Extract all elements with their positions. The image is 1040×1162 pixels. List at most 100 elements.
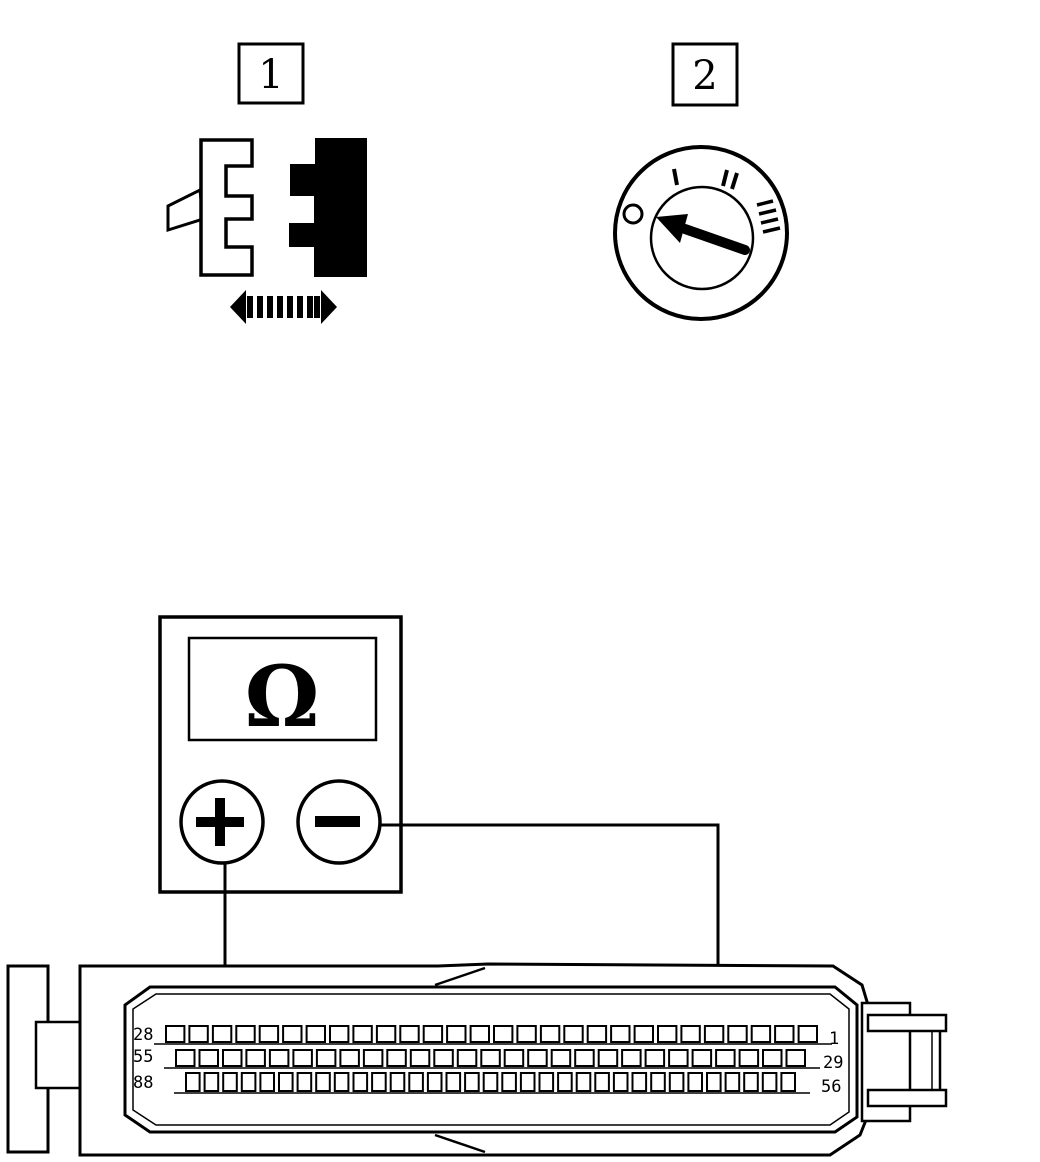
connector-pin (211, 1025, 233, 1043)
connector-pin (362, 1049, 384, 1067)
connector-pin (165, 1025, 186, 1043)
connector-pin (315, 1049, 337, 1067)
connector-pin (409, 1049, 431, 1067)
connector-pin (539, 1025, 561, 1043)
connector-disconnect-icon (166, 138, 367, 324)
connector-pin (203, 1072, 220, 1092)
row-label-right-1: 1 (829, 1029, 839, 1049)
connector-pin (743, 1072, 759, 1092)
position-2-marker (721, 169, 739, 190)
ohmmeter: Ω (158, 615, 403, 894)
connector-pin (527, 1049, 548, 1067)
connector-pin (687, 1072, 704, 1092)
connector-pin (352, 1025, 373, 1043)
connector-pin (550, 1049, 572, 1067)
positive-terminal (179, 779, 265, 865)
connector-pin (292, 1049, 313, 1067)
negative-lead (380, 823, 720, 1025)
connector-pin (333, 1072, 350, 1092)
step-1-label: 1 (258, 52, 283, 98)
connector-pin (644, 1049, 666, 1067)
connector-pin (706, 1072, 722, 1092)
switch-pointer-icon (656, 214, 750, 255)
step-2: 2 (671, 42, 739, 107)
step-1: 1 (237, 42, 305, 105)
connector-pin (446, 1025, 467, 1043)
connector-pin (456, 1049, 478, 1067)
connector-pin (650, 1072, 666, 1092)
ohm-symbol: Ω (245, 647, 320, 746)
connector-pin (386, 1049, 407, 1067)
double-arrow-icon (230, 290, 337, 324)
connector-pin (610, 1025, 631, 1043)
connector-pin (575, 1072, 592, 1092)
connector-pin (657, 1025, 678, 1043)
position-3-marker (756, 199, 781, 234)
connector-pin (668, 1049, 689, 1067)
connector-pin (375, 1025, 397, 1043)
ignition-switch-icon (613, 145, 789, 321)
position-1-marker (672, 168, 679, 186)
connector-pin (797, 1025, 818, 1043)
connector-pin (315, 1072, 331, 1092)
connector-pin (399, 1025, 420, 1043)
step-2-label: 2 (692, 53, 717, 99)
connector-pin (464, 1072, 480, 1092)
connector-pin (750, 1025, 772, 1043)
connector-pin (175, 1049, 196, 1067)
connector-pin (715, 1049, 736, 1067)
connector-pin (724, 1072, 741, 1092)
connector-pin (691, 1049, 713, 1067)
negative-terminal (296, 779, 382, 865)
connector-pin (282, 1025, 303, 1043)
connector-pin (445, 1072, 462, 1092)
connector-pin (278, 1072, 294, 1092)
connector-pin (621, 1049, 642, 1067)
meter-display (187, 636, 378, 742)
connector-pin (188, 1025, 209, 1043)
connector-pin (198, 1049, 219, 1067)
connector-pin (586, 1025, 608, 1043)
row-label-left-1: 28 (133, 1025, 153, 1045)
connector-pin (222, 1049, 243, 1067)
connector-pin (563, 1025, 584, 1043)
connector-pin (557, 1072, 573, 1092)
connector-pin (371, 1072, 387, 1092)
connector-pin (480, 1049, 501, 1067)
connector-pin (329, 1025, 350, 1043)
connector-pin (185, 1072, 201, 1092)
connector-pin (422, 1025, 444, 1043)
connector-pin (259, 1072, 275, 1092)
row-label-right-2: 29 (823, 1053, 843, 1073)
connector-pin (305, 1025, 327, 1043)
connector-pin (633, 1025, 654, 1043)
connector-pin (519, 1072, 536, 1092)
connector-pin (631, 1072, 648, 1092)
connector-pin (612, 1072, 629, 1092)
connector-pin (761, 1072, 778, 1092)
row-label-left-3: 88 (133, 1073, 153, 1093)
pin-array (154, 1025, 832, 1094)
connector-pin (426, 1072, 443, 1092)
connector-pin (503, 1049, 525, 1067)
connector-pin (222, 1072, 238, 1092)
connector-pin (352, 1072, 369, 1092)
connector-pin (594, 1072, 610, 1092)
connector-pin (574, 1049, 595, 1067)
connector-pin (762, 1049, 783, 1067)
connector-pin (680, 1025, 701, 1043)
connector-pin (389, 1072, 406, 1092)
connector-pin (493, 1025, 514, 1043)
connector-pin (433, 1049, 454, 1067)
position-off-marker (622, 203, 644, 225)
ecu-connector: 28 55 88 1 29 56 (6, 962, 948, 1157)
connector-pin (235, 1025, 256, 1043)
connector-pin (727, 1025, 748, 1043)
connector-pin (469, 1025, 491, 1043)
connector-pin (668, 1072, 685, 1092)
connector-pin (245, 1049, 266, 1067)
connector-pin (408, 1072, 424, 1092)
connector-pin (339, 1049, 360, 1067)
connector-pin (780, 1072, 797, 1092)
